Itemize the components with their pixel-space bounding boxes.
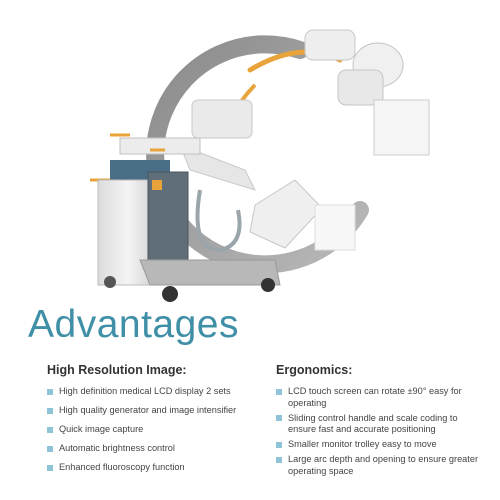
list-item: Sliding control handle and scale coding …: [276, 413, 486, 436]
feature-list: High definition medical LCD display 2 se…: [47, 386, 262, 474]
bullet-icon: [47, 407, 53, 414]
page-title: Advantages: [28, 303, 239, 346]
bullet-icon: [47, 426, 53, 433]
bullet-icon: [276, 388, 282, 395]
section-title: High Resolution Image:: [47, 363, 187, 377]
list-item: LCD touch screen can rotate ±90° easy fo…: [276, 386, 486, 409]
list-item: Automatic brightness control: [47, 443, 262, 455]
bullet-icon: [276, 415, 282, 421]
feature-list: LCD touch screen can rotate ±90° easy fo…: [276, 386, 486, 477]
bullet-icon: [47, 464, 53, 471]
bullet-icon: [276, 441, 282, 448]
bullet-icon: [47, 388, 53, 395]
list-item: Enhanced fluoroscopy function: [47, 462, 262, 474]
list-item: High definition medical LCD display 2 se…: [47, 386, 262, 398]
bullet-icon: [276, 456, 282, 463]
list-item: Large arc depth and opening to ensure gr…: [276, 454, 486, 477]
list-item: High quality generator and image intensi…: [47, 405, 262, 417]
list-item: Smaller monitor trolley easy to move: [276, 439, 486, 451]
ergonomics-section: Ergonomics: LCD touch screen can rotate …: [276, 363, 486, 481]
section-title: Ergonomics:: [276, 363, 353, 377]
c-arm-xray-machine-image: [90, 29, 430, 302]
list-item: Quick image capture: [47, 424, 262, 436]
high-resolution-section: High Resolution Image: High definition m…: [47, 363, 262, 481]
bullet-icon: [47, 445, 53, 452]
